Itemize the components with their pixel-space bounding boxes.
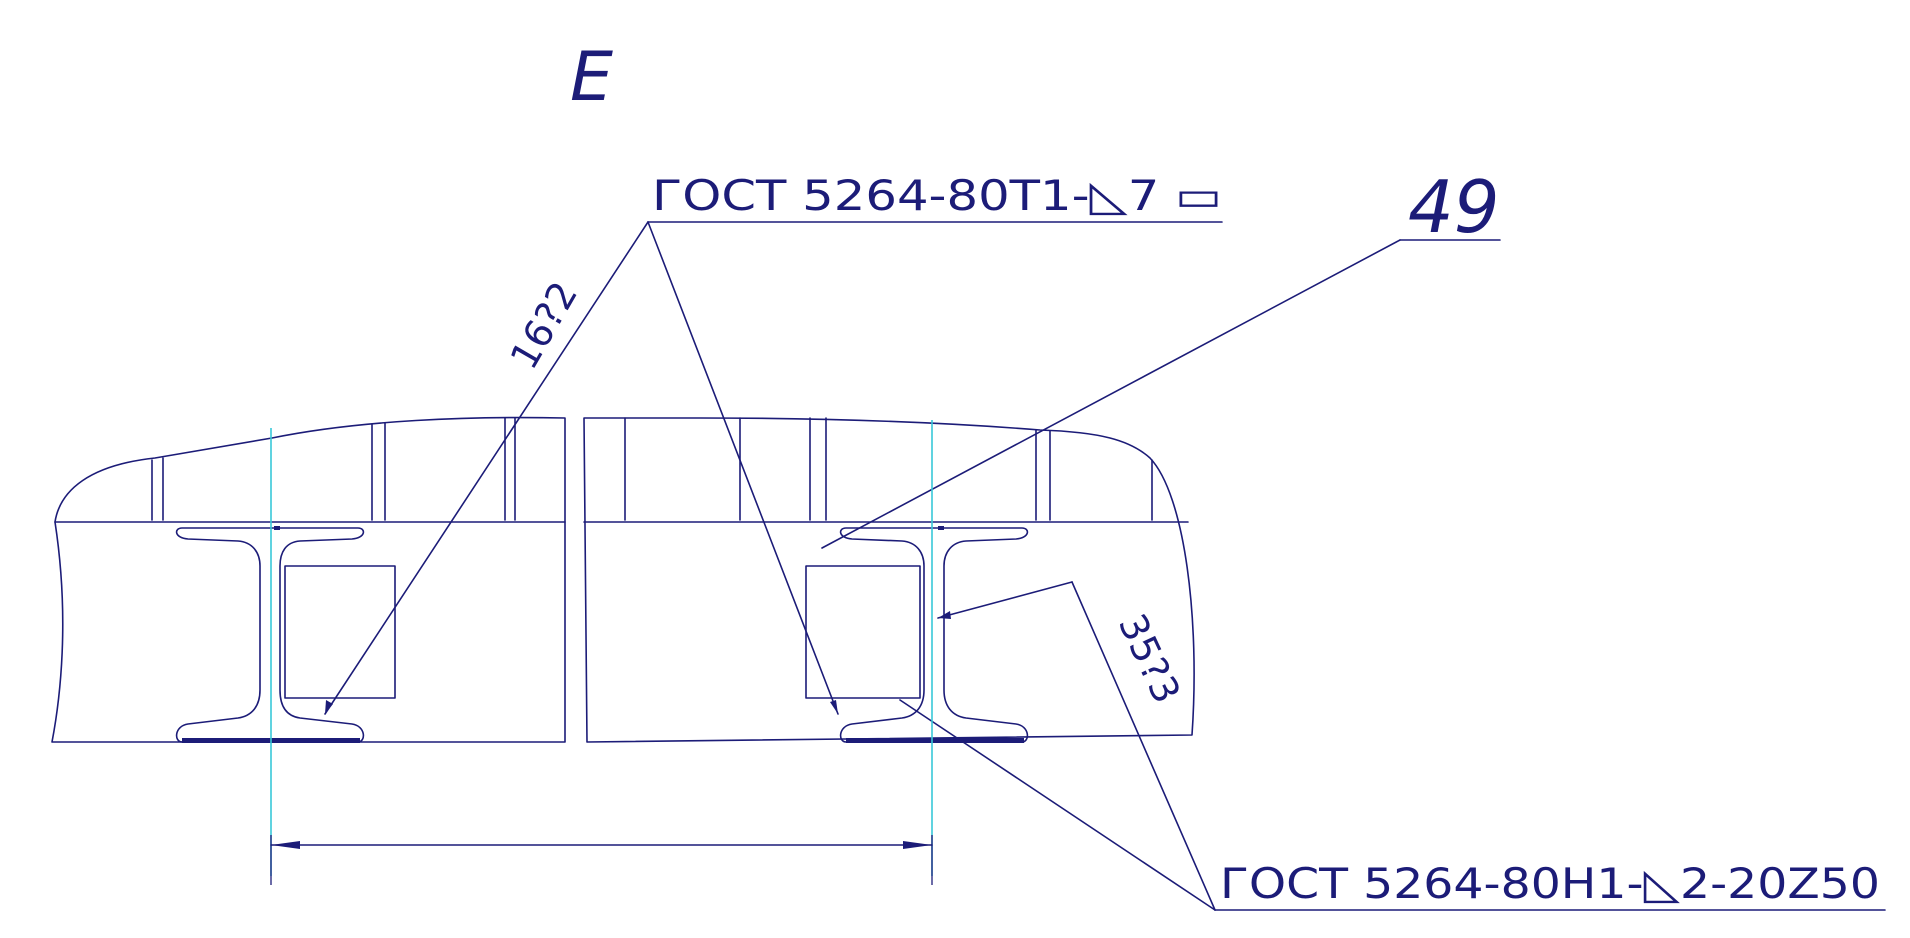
position-number: 49 (1408, 165, 1500, 249)
arrowhead-weld (938, 611, 951, 619)
weld-beads (182, 526, 1024, 743)
bottom-leader-1 (1071, 581, 1216, 911)
view-label: Е (570, 38, 613, 117)
weld-note-bottom-text: ГОСТ 5264-80Н1-◺2-20Z50 (1220, 859, 1880, 908)
right-i-beam (805, 527, 1029, 743)
position-leader (821, 239, 1401, 549)
weld-note-top-text: ГОСТ 5264-80Т1-◺7 ▭ (652, 171, 1222, 220)
weld-callout-bottom: ГОСТ 5264-80Н1-◺2-20Z50 (899, 581, 1886, 911)
leader-line-left (324, 221, 649, 715)
weld-callout-top: ГОСТ 5264-80Т1-◺7 ▭ (324, 171, 1223, 715)
bottom-leader-2 (899, 699, 1216, 911)
right-deck-section (583, 417, 1195, 743)
dimension-line (270, 835, 933, 885)
bottom-leader-1-tail (937, 581, 1073, 619)
left-i-beam (175, 527, 396, 743)
left-deck-section (51, 416, 566, 743)
arrowhead-right (830, 700, 838, 714)
position-callout: 49 (821, 165, 1501, 549)
arrowhead-left (325, 700, 333, 714)
dimension-label-1: 16?2 (502, 274, 586, 376)
